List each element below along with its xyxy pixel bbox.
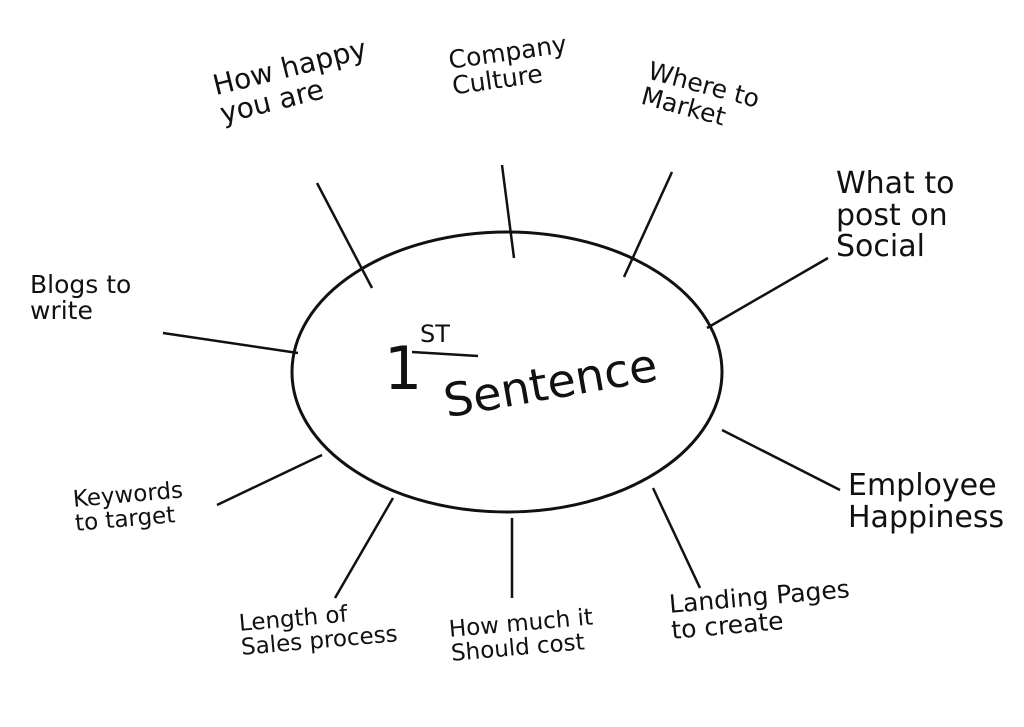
center-superscript: ST xyxy=(420,320,450,348)
branch-label-employee-happiness: Employee Happiness xyxy=(848,468,1005,535)
branch-line-landing-pages xyxy=(651,487,702,589)
branch-line-how-happy xyxy=(315,182,374,289)
center-ellipse xyxy=(290,230,724,514)
branch-line-where-to-market xyxy=(622,171,674,278)
branch-label-keywords: Keywords to target xyxy=(71,477,184,537)
center-number: 1 xyxy=(384,334,423,404)
superscript-underline xyxy=(411,350,479,358)
branch-line-length-sales xyxy=(333,497,395,599)
branch-line-keywords xyxy=(216,453,323,507)
branch-line-employee-happiness xyxy=(721,428,841,492)
branch-line-company-culture xyxy=(500,164,516,259)
branch-line-blogs xyxy=(162,331,299,355)
branch-label-what-to-post: What to post on Social xyxy=(836,166,955,264)
branch-label-blogs: Blogs to write xyxy=(30,270,132,326)
branch-line-what-to-post xyxy=(706,256,829,330)
